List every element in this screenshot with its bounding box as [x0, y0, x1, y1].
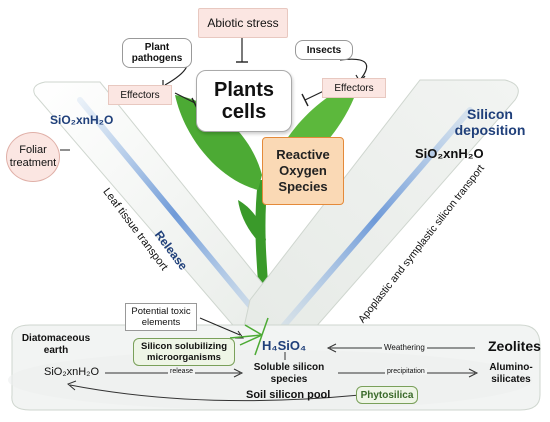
phytosilica-box: Phytosilica — [356, 386, 418, 404]
effectors-right-box: Effectors — [322, 78, 386, 98]
effectors-left-box: Effectors — [108, 85, 172, 105]
aluminosilicates-label: Alumino- silicates — [489, 362, 533, 385]
plants-cells-label: Plants cells — [213, 79, 275, 123]
effectors-left-label: Effectors — [120, 89, 160, 101]
abiotic-stress-box: Abiotic stress — [198, 8, 288, 38]
soil-silicon-pool-label: Soil silicon pool — [246, 389, 331, 401]
soluble-silicon-label: Soluble silicon species — [253, 362, 325, 385]
silicon-solubilizing-box: Silicon solubilizing microorganisms — [133, 338, 235, 366]
left-formula: SiO₂xnH₂O — [50, 113, 114, 127]
zeolites-label: Zeolites — [488, 338, 541, 354]
foliar-treatment-box: Foliar treatment — [6, 132, 60, 182]
h4sio4-label: H₄SiO₄ — [262, 338, 307, 353]
right-formula: SiO₂xnH₂O — [415, 146, 484, 161]
effectors-right-label: Effectors — [334, 82, 374, 94]
plant-pathogens-box: Plant pathogens — [122, 38, 192, 68]
plants-cells-box: Plants cells — [196, 70, 292, 132]
silicon-deposition-label: Silicon deposition — [454, 106, 526, 138]
insects-label: Insects — [306, 44, 342, 56]
potential-toxic-label: Potential toxic elements — [131, 306, 191, 328]
plant-pathogens-label: Plant pathogens — [131, 42, 183, 64]
potential-toxic-box: Potential toxic elements — [125, 303, 197, 331]
silicon-solubilizing-label: Silicon solubilizing microorganisms — [140, 341, 228, 363]
foliar-treatment-label: Foliar treatment — [9, 144, 57, 169]
release-small-label: release — [168, 368, 195, 375]
ros-label: Reactive Oxygen Species — [276, 147, 330, 194]
insects-box: Insects — [295, 40, 353, 60]
precipitation-label: precipitation — [385, 368, 427, 375]
phytosilica-label: Phytosilica — [360, 389, 414, 401]
diatomaceous-earth-label: Diatomaceous earth — [21, 333, 91, 356]
abiotic-stress-label: Abiotic stress — [207, 16, 279, 30]
weathering-label: Weathering — [382, 343, 427, 352]
ros-box: Reactive Oxygen Species — [262, 137, 344, 205]
soil-formula: SiO₂xnH₂O — [44, 366, 99, 378]
